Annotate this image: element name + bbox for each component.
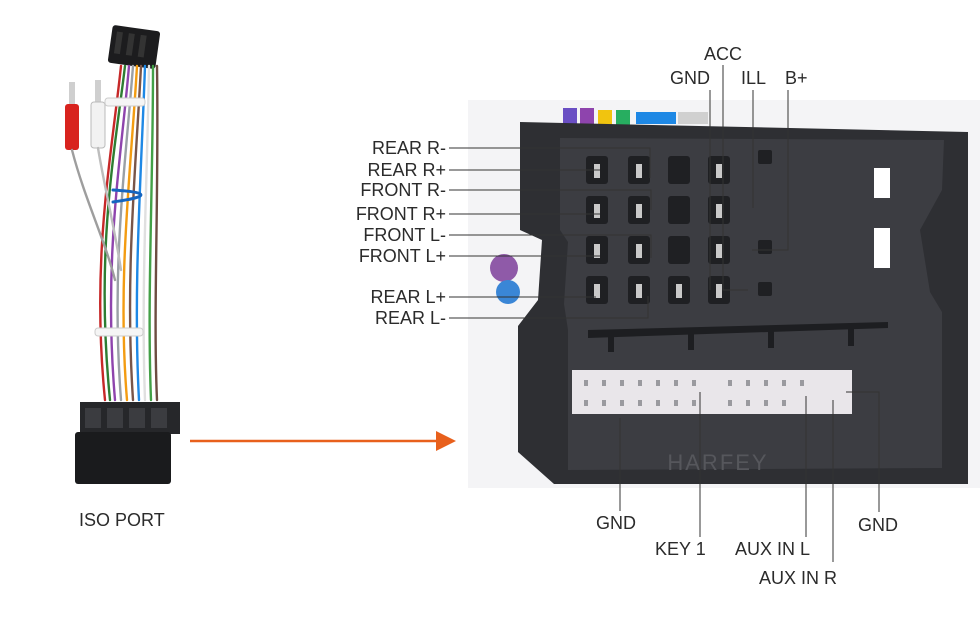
label-key-1: KEY 1: [655, 539, 706, 559]
iso-port-caption: ISO PORT: [79, 510, 165, 530]
label-rear-r-plus: REAR R+: [367, 160, 446, 180]
label-ill: ILL: [741, 68, 767, 88]
label-rear-l-plus: REAR L+: [370, 287, 446, 307]
iso-harness-illustration: [65, 25, 180, 484]
label-gnd-bottom-left: GND: [596, 513, 636, 533]
label-aux-in-l: AUX IN L: [735, 539, 811, 559]
rca-plugs: [65, 80, 106, 150]
label-rear-r-minus: REAR R-: [371, 138, 446, 158]
label-rear-l-minus: REAR L-: [374, 308, 446, 328]
harness-iso-connector: [75, 402, 180, 484]
pin-contacts: [594, 164, 722, 298]
connector-back-wires: [490, 108, 708, 304]
label-front-r-minus: FRONT R-: [360, 180, 446, 200]
cable-tie: [104, 97, 146, 107]
label-front-l-minus: FRONT L-: [363, 225, 446, 245]
label-aux-in-r: AUX IN R: [759, 568, 838, 588]
cable-tie: [94, 327, 144, 337]
label-front-r-plus: FRONT R+: [355, 204, 446, 224]
label-front-l-plus: FRONT L+: [358, 246, 446, 266]
label-gnd-top: GND: [670, 68, 710, 88]
label-gnd-bottom-right: GND: [858, 515, 898, 535]
pin-cavities: [586, 150, 772, 304]
connector-face: HARFEY: [468, 100, 980, 488]
direction-arrow: [190, 431, 456, 451]
label-b-plus: B+: [785, 68, 808, 88]
brand-mark: HARFEY: [667, 450, 768, 475]
harness-top-connector: [107, 25, 161, 69]
label-acc: ACC: [704, 44, 743, 64]
aux-pin-block: [572, 370, 852, 414]
